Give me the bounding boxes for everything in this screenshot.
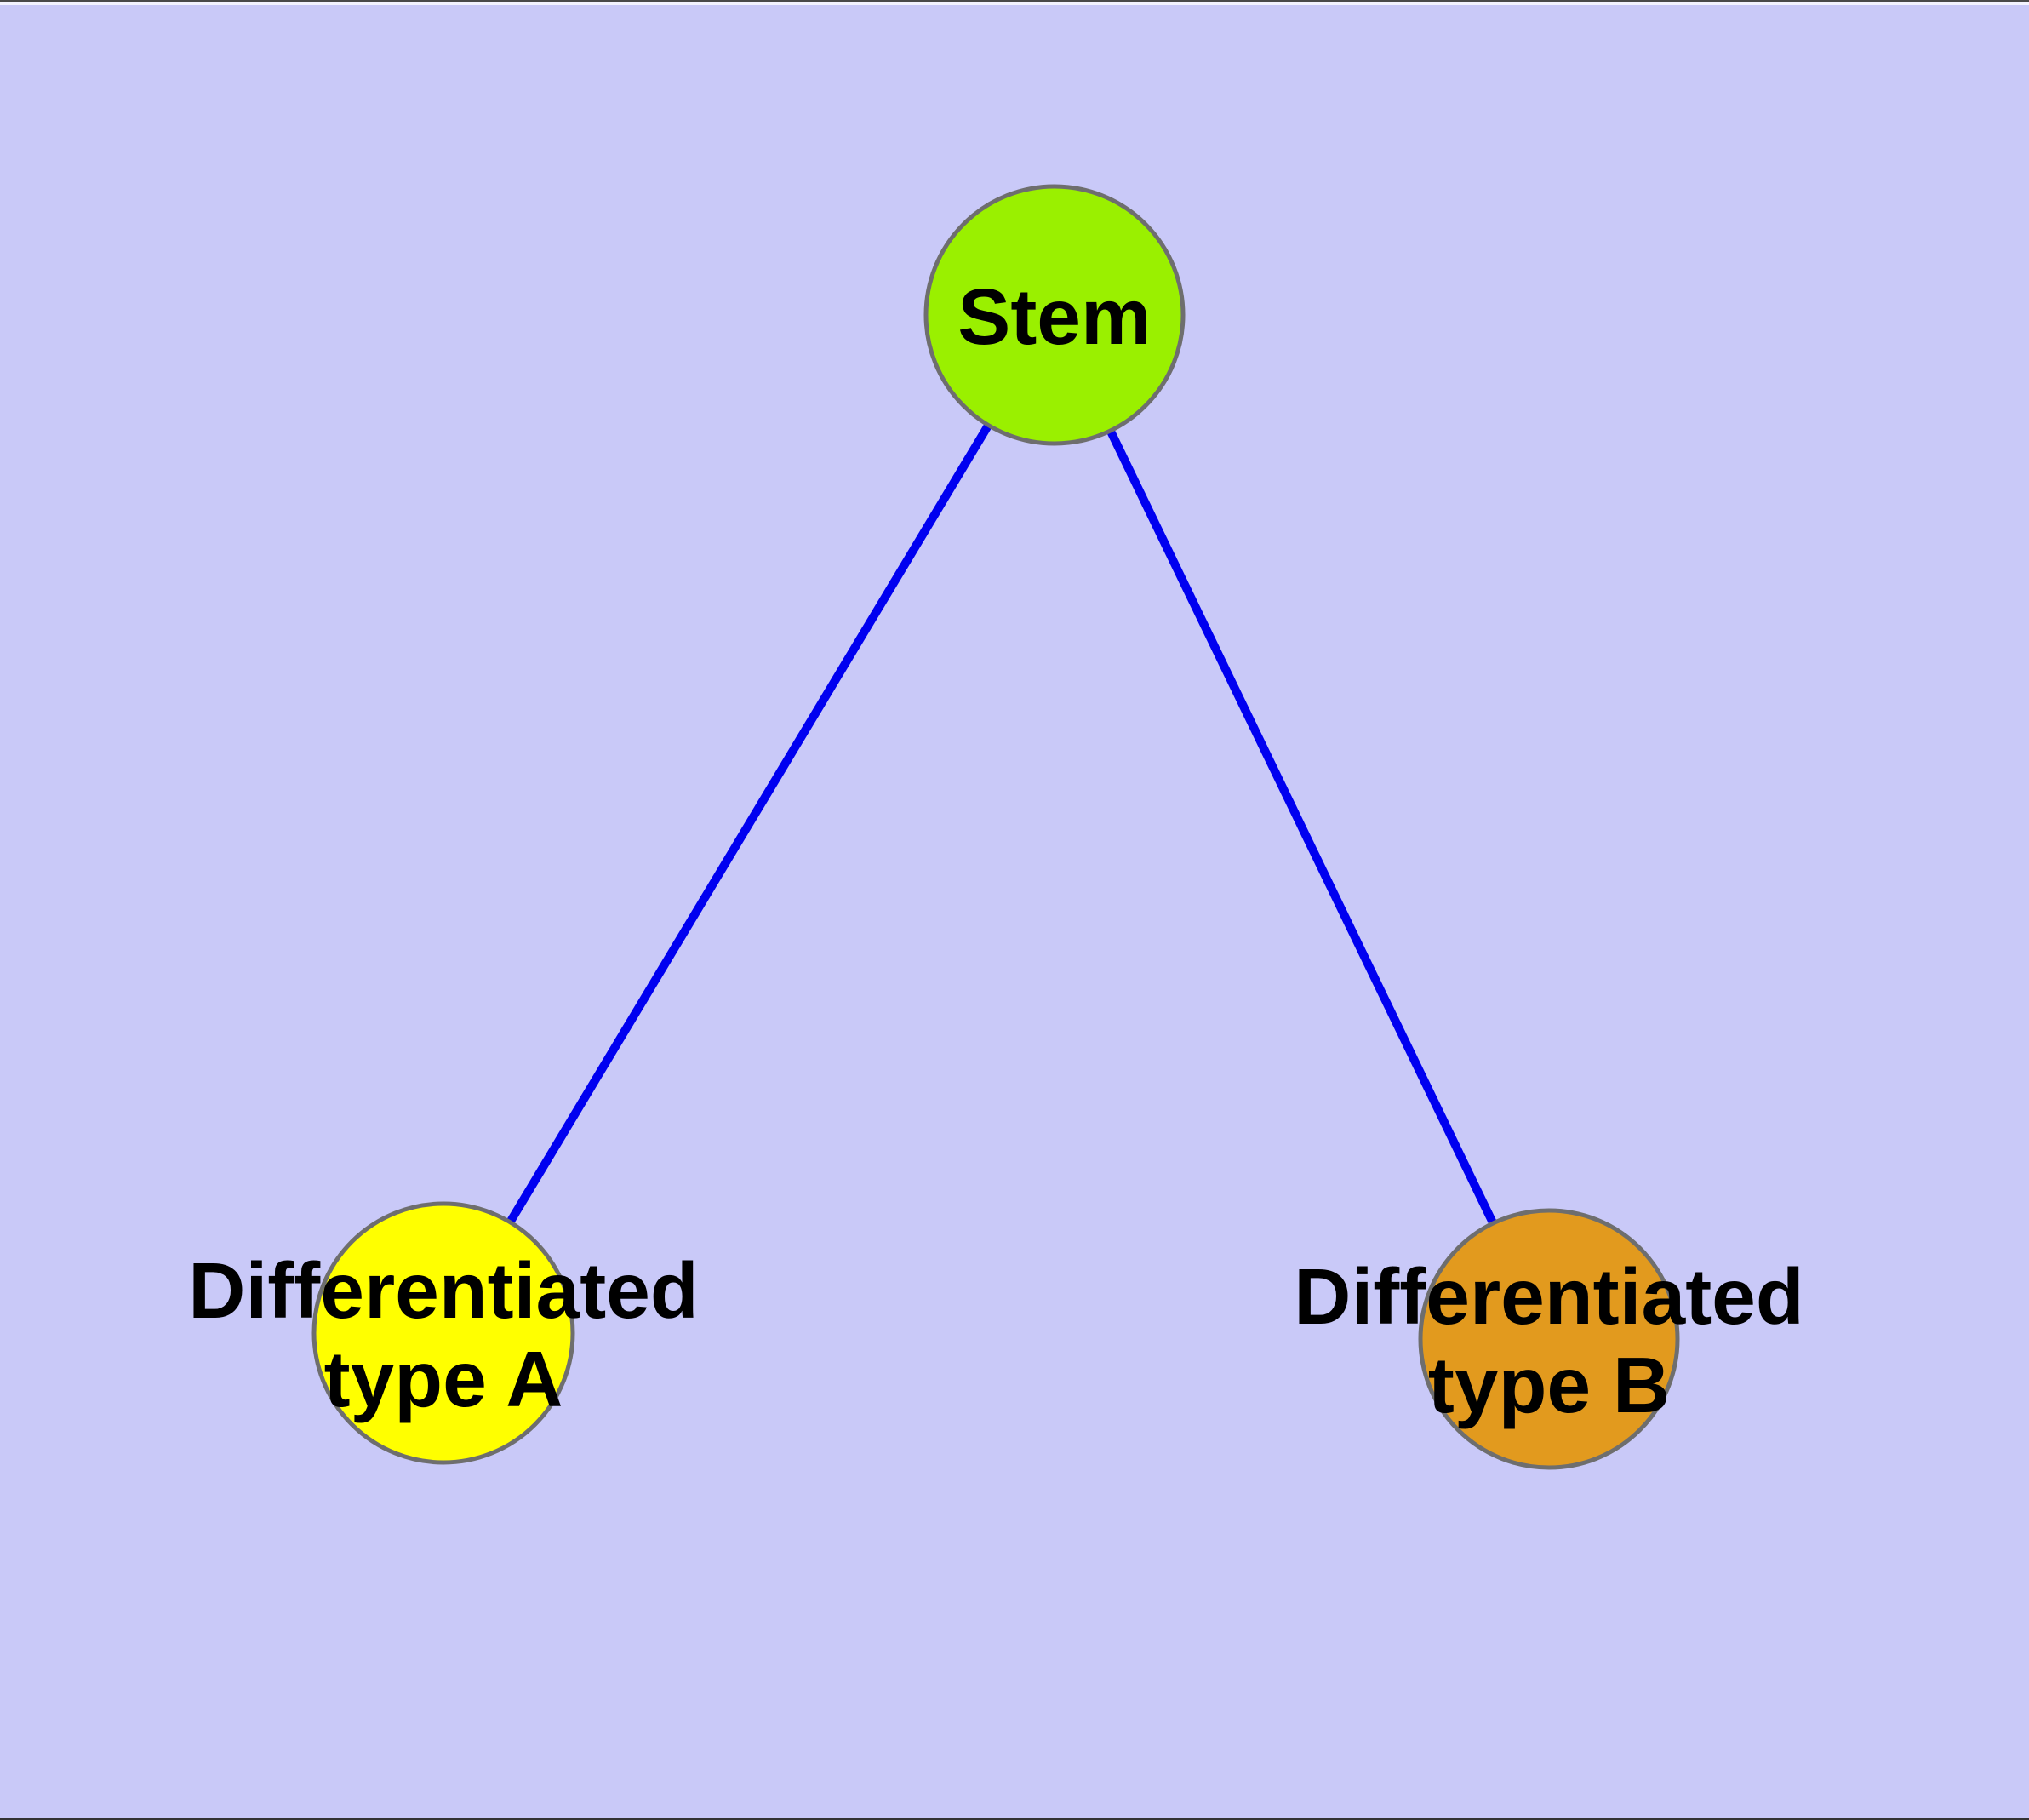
node-differentiated-a-label: Differentiated type A bbox=[188, 1246, 699, 1423]
node-stem-label: Stem bbox=[957, 272, 1152, 361]
edge-stem-to-type-a bbox=[439, 312, 1059, 1336]
node-stem-circle bbox=[923, 184, 1186, 446]
screenshot-bottom-edge-line bbox=[0, 1818, 2029, 1820]
node-differentiated-b-circle bbox=[1418, 1208, 1680, 1470]
edge-stem-to-type-b bbox=[1050, 312, 1553, 1342]
node-differentiated-b-label: Differentiated type B bbox=[1294, 1252, 1804, 1429]
node-differentiated-a-circle bbox=[311, 1201, 575, 1465]
screenshot-top-edge-line bbox=[0, 0, 2029, 2]
screenshot-top-edge-strip bbox=[0, 2, 2029, 5]
